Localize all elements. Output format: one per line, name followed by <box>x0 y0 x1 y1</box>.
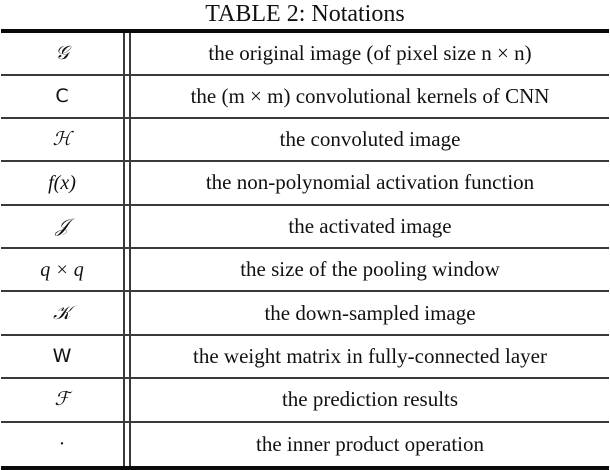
symbol-cell: ℱ <box>54 388 70 411</box>
table-row: 𝒢 the original image (of pixel size n × … <box>1 33 609 76</box>
symbol-cell: f(x) <box>48 171 76 194</box>
symbol-cell: C <box>55 84 69 107</box>
table-row: ℋ the convoluted image <box>1 119 609 163</box>
symbol-cell: 𝒦 <box>53 301 71 324</box>
table-row: 𝒥 the activated image <box>1 206 609 250</box>
description-cell: the weight matrix in fully-connected lay… <box>193 344 547 369</box>
symbol-cell: q × q <box>40 258 84 281</box>
table-row: · the inner product operation <box>1 423 609 466</box>
description-cell: the original image (of pixel size n × n) <box>208 40 532 65</box>
description-cell: the (m × m) convolutional kernels of CNN <box>190 83 550 108</box>
symbol-cell: W <box>52 345 72 368</box>
notations-table: 𝒢 the original image (of pixel size n × … <box>1 29 609 470</box>
description-cell: the non-polynomial activation function <box>205 170 535 195</box>
table-row: C the (m × m) convolutional kernels of C… <box>1 76 609 119</box>
table-row: W the weight matrix in fully-connected l… <box>1 336 609 380</box>
description-cell: the size of the pooling window <box>240 257 500 282</box>
table-row: 𝒦 the down-sampled image <box>1 292 609 336</box>
table-row: ℱ the prediction results <box>1 379 609 423</box>
description-cell: the down-sampled image <box>264 300 476 325</box>
symbol-cell: 𝒥 <box>55 214 69 237</box>
symbol-cell: 𝒢 <box>55 41 69 64</box>
table-caption: TABLE 2: Notations <box>205 1 405 27</box>
description-cell: the inner product operation <box>255 431 484 456</box>
symbol-cell: ℋ <box>52 128 72 151</box>
symbol-cell: · <box>58 433 66 456</box>
table-row: f(x) the non-polynomial activation funct… <box>1 162 609 206</box>
description-cell: the activated image <box>288 213 452 238</box>
description-cell: the prediction results <box>281 387 459 412</box>
table-row: q × q the size of the pooling window <box>1 249 609 293</box>
description-cell: the convoluted image <box>279 127 461 152</box>
